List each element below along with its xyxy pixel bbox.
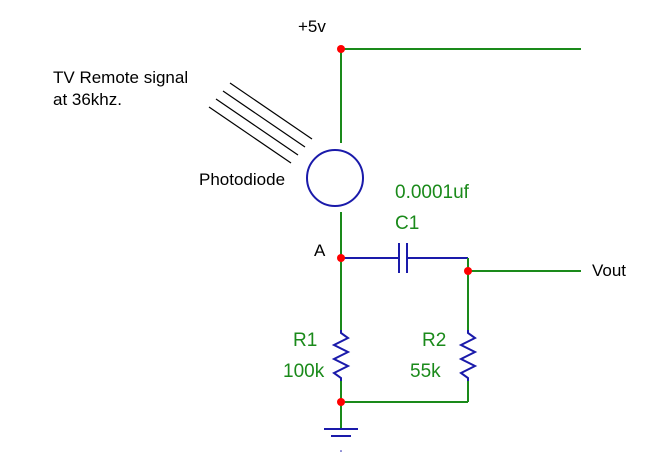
- photodiode-symbol: [306, 149, 364, 207]
- ground-symbol: [324, 428, 358, 437]
- signal-ray-2: [222, 90, 306, 148]
- signal-label-line1: TV Remote signal: [53, 68, 189, 87]
- node-a-label: A: [314, 241, 326, 260]
- junction-supply: [337, 45, 345, 53]
- photodiode-label: Photodiode: [199, 170, 286, 189]
- capacitor-value-label: 0.0001uf: [395, 182, 469, 203]
- junction-bottom: [337, 398, 345, 406]
- signal-rays: [208, 82, 313, 164]
- junction-output: [464, 267, 472, 275]
- ground-dot: [340, 450, 342, 452]
- r1-resistor-symbol: [331, 330, 351, 381]
- capacitor-name-label: C1: [395, 213, 420, 234]
- r2-name-label: R2: [422, 330, 447, 351]
- r2-value-label: 55k: [410, 361, 441, 382]
- output-label: Vout: [592, 261, 627, 280]
- r1-value-label: 100k: [283, 361, 325, 382]
- supply-label: +5v: [298, 17, 326, 36]
- r2-resistor-symbol: [458, 330, 478, 381]
- signal-ray-3: [215, 98, 299, 156]
- junction-node-a: [337, 254, 345, 262]
- signal-label-line2: at 36khz.: [53, 90, 122, 109]
- signal-ray-4: [208, 106, 292, 164]
- signal-ray-1: [229, 82, 313, 140]
- r1-name-label: R1: [293, 330, 318, 351]
